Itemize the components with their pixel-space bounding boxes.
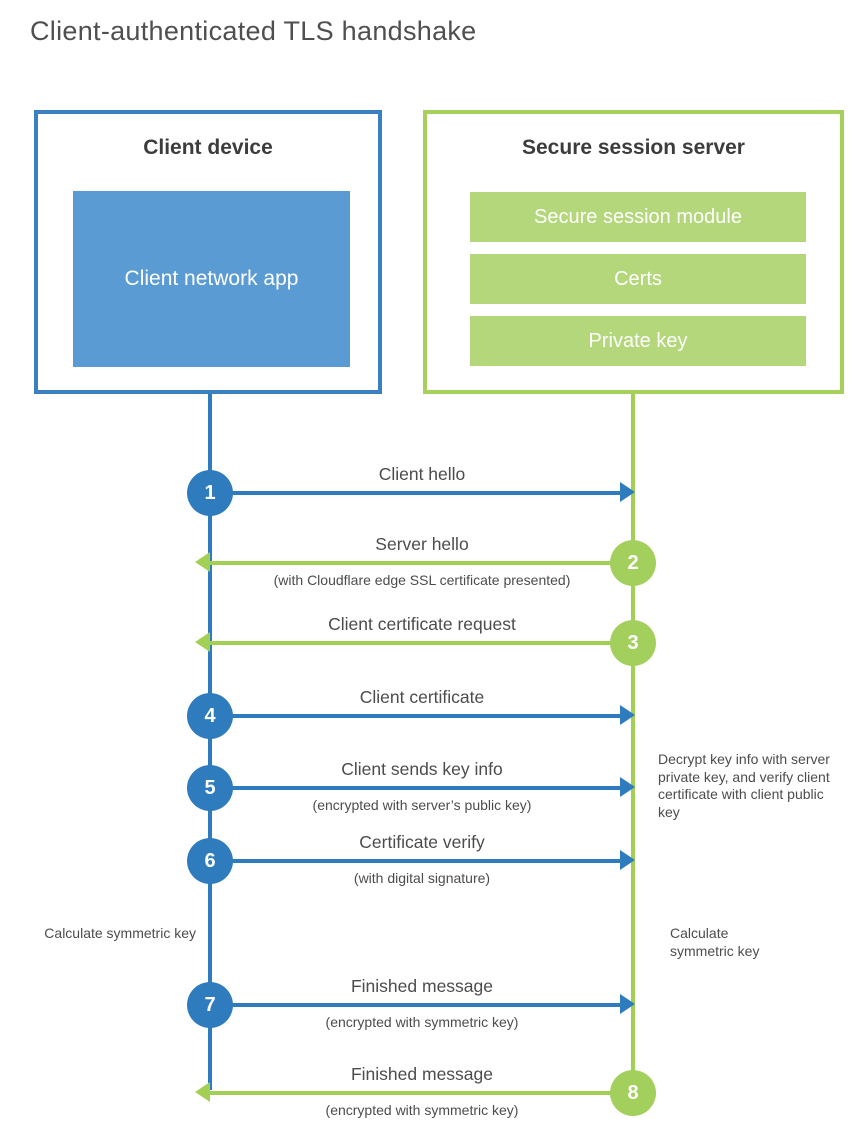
arrow-shaft	[210, 491, 622, 495]
step-sublabel: (with Cloudflare edge SSL certificate pr…	[273, 572, 571, 588]
server-lifeline	[631, 392, 635, 1116]
server-module-secure-session: Secure session module	[470, 192, 806, 242]
step-label: Server hello	[375, 534, 469, 554]
step-number-badge: 6	[187, 838, 233, 884]
step-label: Client certificate	[359, 687, 485, 707]
step-label: Certificate verify	[359, 832, 485, 852]
arrow-right-icon	[620, 705, 635, 725]
step-number-badge: 1	[187, 470, 233, 516]
arrow-left-icon	[195, 552, 210, 572]
client-lifeline	[208, 392, 212, 1090]
arrow-right-icon	[620, 850, 635, 870]
arrow-shaft	[210, 1003, 622, 1007]
arrow-shaft	[210, 561, 633, 565]
step-sublabel: (with digital signature)	[353, 870, 491, 886]
step-4-client-certificate: Client certificate 4	[0, 687, 865, 739]
step-6-certificate-verify: Certificate verify (with digital signatu…	[0, 832, 865, 886]
server-module-certs: Certs	[470, 254, 806, 304]
step-sublabel: (encrypted with server’s public key)	[312, 797, 532, 813]
client-network-app-box: Client network app	[73, 191, 350, 367]
client-device-box: Client device Client network app	[34, 110, 382, 394]
step-2-server-hello: Server hello (with Cloudflare edge SSL c…	[0, 534, 865, 588]
arrow-left-icon	[195, 632, 210, 652]
arrow-shaft	[210, 1091, 633, 1095]
step-label: Client certificate request	[328, 614, 516, 634]
arrow-shaft	[210, 786, 622, 790]
arrow-shaft	[210, 859, 622, 863]
arrow-shaft	[210, 641, 633, 645]
calc-symmetric-key-client-note: Calculate symmetric key	[44, 925, 196, 941]
step-number-badge: 7	[187, 982, 233, 1028]
step-7-finished-message: Finished message (encrypted with symmetr…	[0, 976, 865, 1030]
step-label: Finished message	[350, 1064, 494, 1084]
secure-session-server-box: Secure session server Secure session mod…	[423, 110, 844, 394]
secure-session-server-title: Secure session server	[522, 136, 745, 159]
arrow-left-icon	[195, 1082, 210, 1102]
step-label: Client hello	[378, 464, 466, 484]
step-label: Client sends key info	[341, 759, 503, 779]
step-1-client-hello: Client hello 1	[0, 464, 865, 516]
arrow-right-icon	[620, 482, 635, 502]
step-sublabel: (encrypted with symmetric key)	[325, 1014, 519, 1030]
step-5-client-sends-key-info: Client sends key info (encrypted with se…	[0, 759, 865, 813]
step-sublabel: (encrypted with symmetric key)	[325, 1102, 519, 1118]
decrypt-key-note: Decrypt key info with server private key…	[658, 751, 830, 820]
arrow-right-icon	[620, 777, 635, 797]
step-number-badge: 4	[187, 693, 233, 739]
step-number-badge: 8	[610, 1070, 656, 1116]
step-3-client-certificate-request: Client certificate request 3	[0, 614, 865, 666]
step-8-finished-message: Finished message (encrypted with symmetr…	[0, 1064, 865, 1118]
diagram-title: Client-authenticated TLS handshake	[30, 16, 477, 46]
calc-symmetric-key-server-note: Calculate symmetric key	[670, 925, 760, 959]
server-module-private-key: Private key	[470, 316, 806, 366]
client-device-title: Client device	[143, 136, 273, 159]
client-network-app-label: Client network app	[124, 267, 299, 290]
arrow-right-icon	[620, 994, 635, 1014]
step-number-badge: 2	[610, 540, 656, 586]
step-label: Finished message	[350, 976, 494, 996]
step-number-badge: 5	[187, 765, 233, 811]
arrow-shaft	[210, 714, 622, 718]
step-number-badge: 3	[610, 620, 656, 666]
